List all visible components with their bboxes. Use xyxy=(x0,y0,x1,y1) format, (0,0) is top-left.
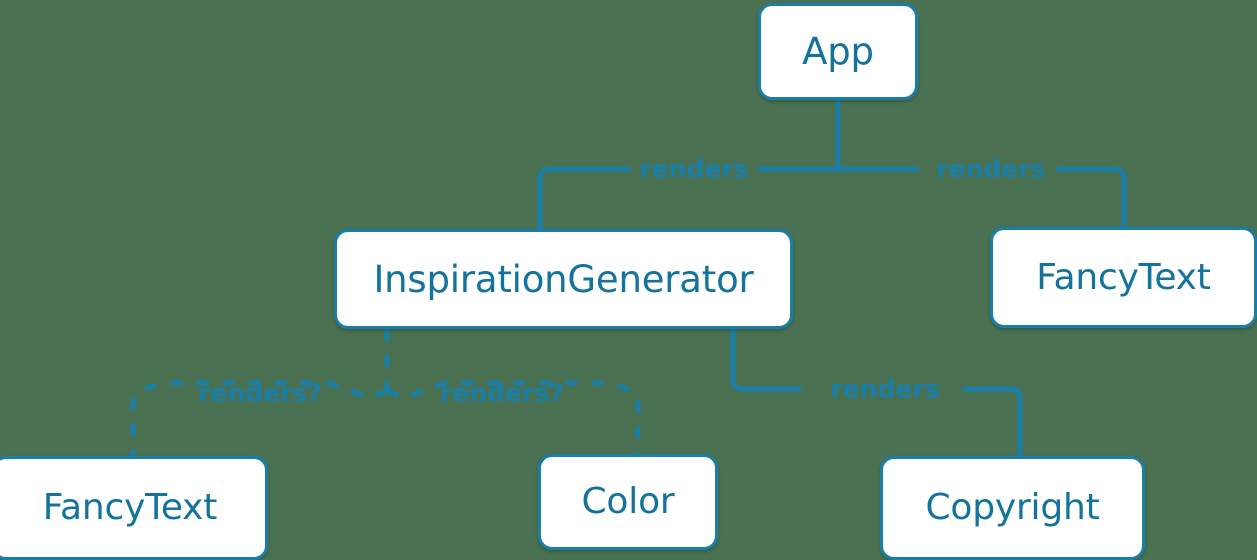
node-fancytext-left[interactable]: FancyText xyxy=(0,456,268,560)
node-copyright[interactable]: Copyright xyxy=(880,456,1145,560)
node-color[interactable]: Color xyxy=(538,454,718,550)
edge-inspiration-copyright-left xyxy=(730,326,803,392)
node-color-label: Color xyxy=(581,481,675,522)
edge-label-app-inspiration: renders xyxy=(639,154,749,184)
edge-label-inspiration-fancytext-left: renders? xyxy=(198,378,322,408)
node-fancytext-right-label: FancyText xyxy=(1036,256,1211,298)
node-copyright-label: Copyright xyxy=(925,487,1100,528)
node-inspiration-generator-label: InspirationGenerator xyxy=(373,257,754,301)
edge-app-fancytext-right xyxy=(1055,166,1127,230)
edge-app-inspiration-left xyxy=(537,166,631,232)
node-inspiration-generator[interactable]: InspirationGenerator xyxy=(334,229,793,329)
node-fancytext-left-label: FancyText xyxy=(42,487,218,528)
edge-label-app-fancytext-right: renders xyxy=(936,154,1046,184)
node-fancytext-right[interactable]: FancyText xyxy=(990,227,1257,328)
edge-label-inspiration-color: renders? xyxy=(440,378,564,408)
edge-conditional-to-color xyxy=(386,380,641,454)
node-app-label: App xyxy=(802,30,874,73)
edge-conditional-to-fancytext-left xyxy=(130,380,388,456)
edge-inspiration-copyright-right xyxy=(962,386,1023,459)
node-app[interactable]: App xyxy=(758,3,918,100)
edge-label-inspiration-copyright: renders xyxy=(830,374,940,404)
